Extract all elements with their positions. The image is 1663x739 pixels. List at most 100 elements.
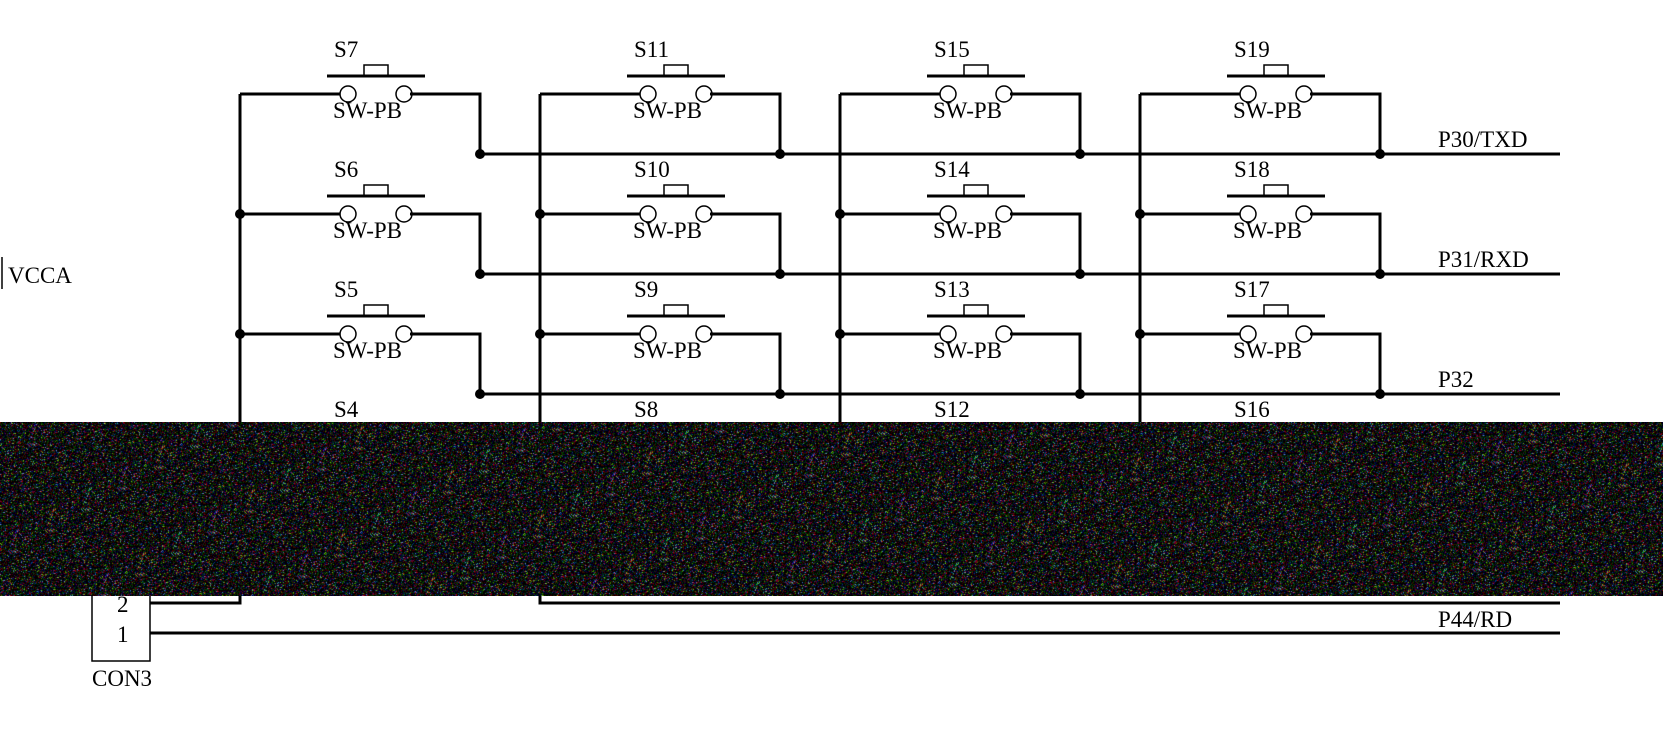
switch-plunger <box>963 184 989 197</box>
switch-plunger <box>663 184 689 197</box>
junction-dot <box>235 329 245 339</box>
switch-ref: S7 <box>334 37 358 62</box>
switch-contact-left <box>339 205 357 223</box>
switch-ref: S13 <box>934 277 970 302</box>
junction-dot <box>1135 209 1145 219</box>
junction-dot <box>1135 329 1145 339</box>
connector-ref: CON3 <box>92 666 152 691</box>
row-wire-out <box>1310 332 1382 394</box>
p44-rd-upper-line <box>538 596 1560 605</box>
junction-dot <box>835 329 845 339</box>
switch-value: SW-PB <box>933 218 1002 243</box>
noise-overlay <box>0 422 1663 596</box>
switch-contact-left <box>639 85 657 103</box>
switch-ref: S4 <box>334 397 359 422</box>
junction-dot <box>535 209 545 219</box>
junction-dot <box>475 269 485 279</box>
junction-dot <box>775 389 785 399</box>
switch-ref: S18 <box>1234 157 1270 182</box>
rail-0-bottom <box>150 596 242 605</box>
switch-ref: S10 <box>634 157 670 182</box>
switch-contact-left <box>639 205 657 223</box>
connector-pin-2: 2 <box>117 592 129 617</box>
switch-contact-left <box>639 325 657 343</box>
switch-value: SW-PB <box>1233 338 1302 363</box>
switch-value: SW-PB <box>633 218 702 243</box>
switch-contact-left <box>1239 85 1257 103</box>
switch-ref: S19 <box>1234 37 1270 62</box>
switch-contact-right <box>995 325 1013 343</box>
junction-dot <box>1075 149 1085 159</box>
row-wire-out <box>710 92 782 154</box>
switch-plunger <box>363 304 389 317</box>
switch-plunger <box>1263 184 1289 197</box>
switch-s8: S8 <box>634 397 658 422</box>
switch-ref: S9 <box>634 277 658 302</box>
switch-value: SW-PB <box>933 338 1002 363</box>
power-label-text: VCCA <box>8 263 72 288</box>
switch-contact-right <box>1295 205 1313 223</box>
row-wire-out <box>1010 212 1082 274</box>
power-label: VCCA <box>1 257 72 289</box>
switch-plunger <box>1263 64 1289 77</box>
junction-dot <box>775 149 785 159</box>
junction-dot <box>1375 149 1385 159</box>
switch-value: SW-PB <box>1233 98 1302 123</box>
junction-dot <box>1375 389 1385 399</box>
switch-contact-left <box>339 85 357 103</box>
switch-contact-right <box>1295 85 1313 103</box>
switch-ref: S15 <box>934 37 970 62</box>
switch-ref: S16 <box>1234 397 1270 422</box>
row-wire-out <box>1010 332 1082 394</box>
switch-value: SW-PB <box>933 98 1002 123</box>
switch-contact-right <box>1295 325 1313 343</box>
switch-ref: S17 <box>1234 277 1270 302</box>
switch-contact-right <box>995 85 1013 103</box>
switch-ref: S14 <box>934 157 970 182</box>
switch-contact-left <box>939 205 957 223</box>
switch-ref: S12 <box>934 397 970 422</box>
junction-dot <box>1075 389 1085 399</box>
row-wire-out <box>410 92 482 154</box>
switch-contact-left <box>1239 325 1257 343</box>
switch-contact-right <box>695 85 713 103</box>
switch-ref: S11 <box>634 37 669 62</box>
junction-dot <box>835 209 845 219</box>
switch-s4: S4 <box>334 397 359 422</box>
junction-dot <box>1375 269 1385 279</box>
switch-contact-left <box>939 325 957 343</box>
row-wire-out <box>1010 92 1082 154</box>
switch-layer: S7SW-PBS11SW-PBS15SW-PBS19SW-PBS6SW-PBS1… <box>327 37 1325 422</box>
switch-plunger <box>663 304 689 317</box>
switch-s12: S12 <box>934 397 970 422</box>
switch-plunger <box>363 64 389 77</box>
row-wire-out <box>410 212 482 274</box>
switch-plunger <box>1263 304 1289 317</box>
switch-contact-right <box>395 85 413 103</box>
switch-plunger <box>963 304 989 317</box>
row-wire-out <box>1310 212 1382 274</box>
net-label-p30-txd: P30/TXD <box>1438 127 1527 152</box>
switch-contact-right <box>695 325 713 343</box>
switch-contact-left <box>339 325 357 343</box>
row-wire-out <box>710 212 782 274</box>
switch-ref: S5 <box>334 277 358 302</box>
net-label-p44-rd: P44/RD <box>1438 607 1512 632</box>
switch-contact-right <box>995 205 1013 223</box>
switch-contact-left <box>939 85 957 103</box>
junction-dot <box>235 209 245 219</box>
schematic-wires <box>150 92 1560 635</box>
switch-ref: S8 <box>634 397 658 422</box>
